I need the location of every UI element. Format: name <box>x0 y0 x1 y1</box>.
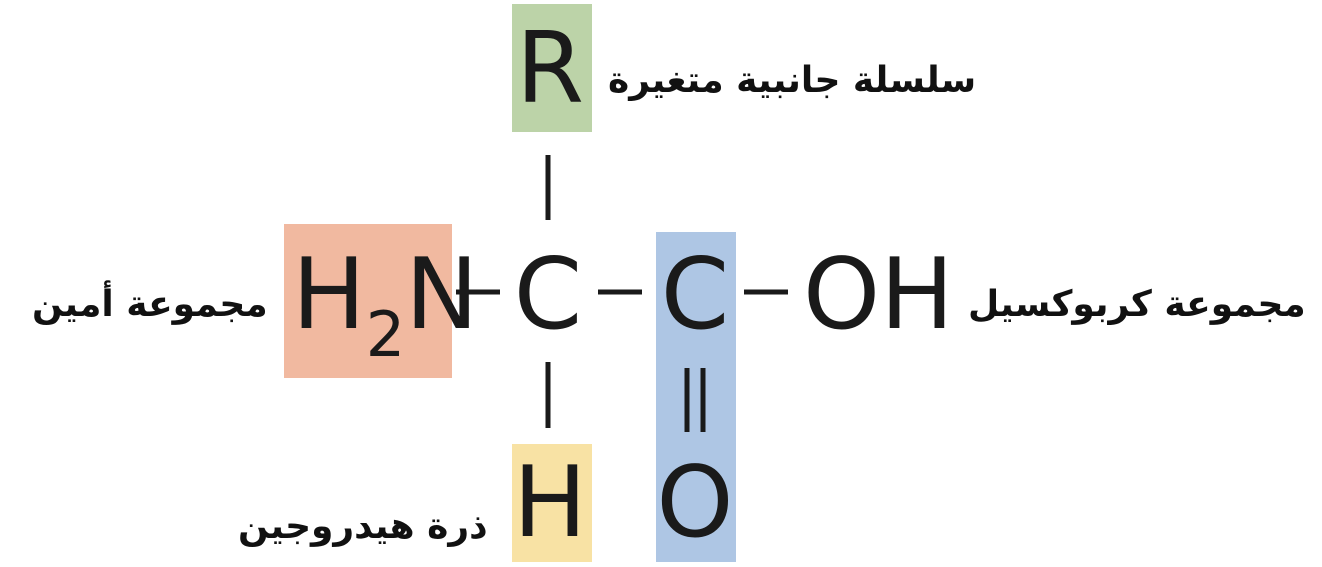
amine-subscript: 2 <box>366 298 405 371</box>
amine-group-formula: H2N <box>292 238 478 371</box>
side-chain-r: R <box>516 12 584 126</box>
hydrogen-atom-label: ذرة هيدروجين <box>238 506 488 547</box>
side-chain-highlight <box>512 4 592 132</box>
alpha-hydrogen: H <box>513 446 587 560</box>
carboxyl-group-highlight <box>656 232 736 562</box>
side-chain-label: سلسلة جانبية متغيرة <box>608 60 976 101</box>
amine-group-highlight <box>284 224 452 378</box>
amine-group-label: مجموعة أمين <box>32 280 268 325</box>
alpha-carbon: C <box>514 238 582 352</box>
carboxyl-group-label: مجموعة كربوكسيل <box>968 284 1306 325</box>
hydroxyl-group: OH <box>803 238 954 352</box>
amine-nitrogen: N <box>405 238 478 352</box>
carboxyl-carbon: C <box>661 238 729 352</box>
amine-hydrogen: H <box>292 238 366 352</box>
carbonyl-oxygen: O <box>656 446 733 560</box>
hydrogen-atom-highlight <box>512 444 592 562</box>
